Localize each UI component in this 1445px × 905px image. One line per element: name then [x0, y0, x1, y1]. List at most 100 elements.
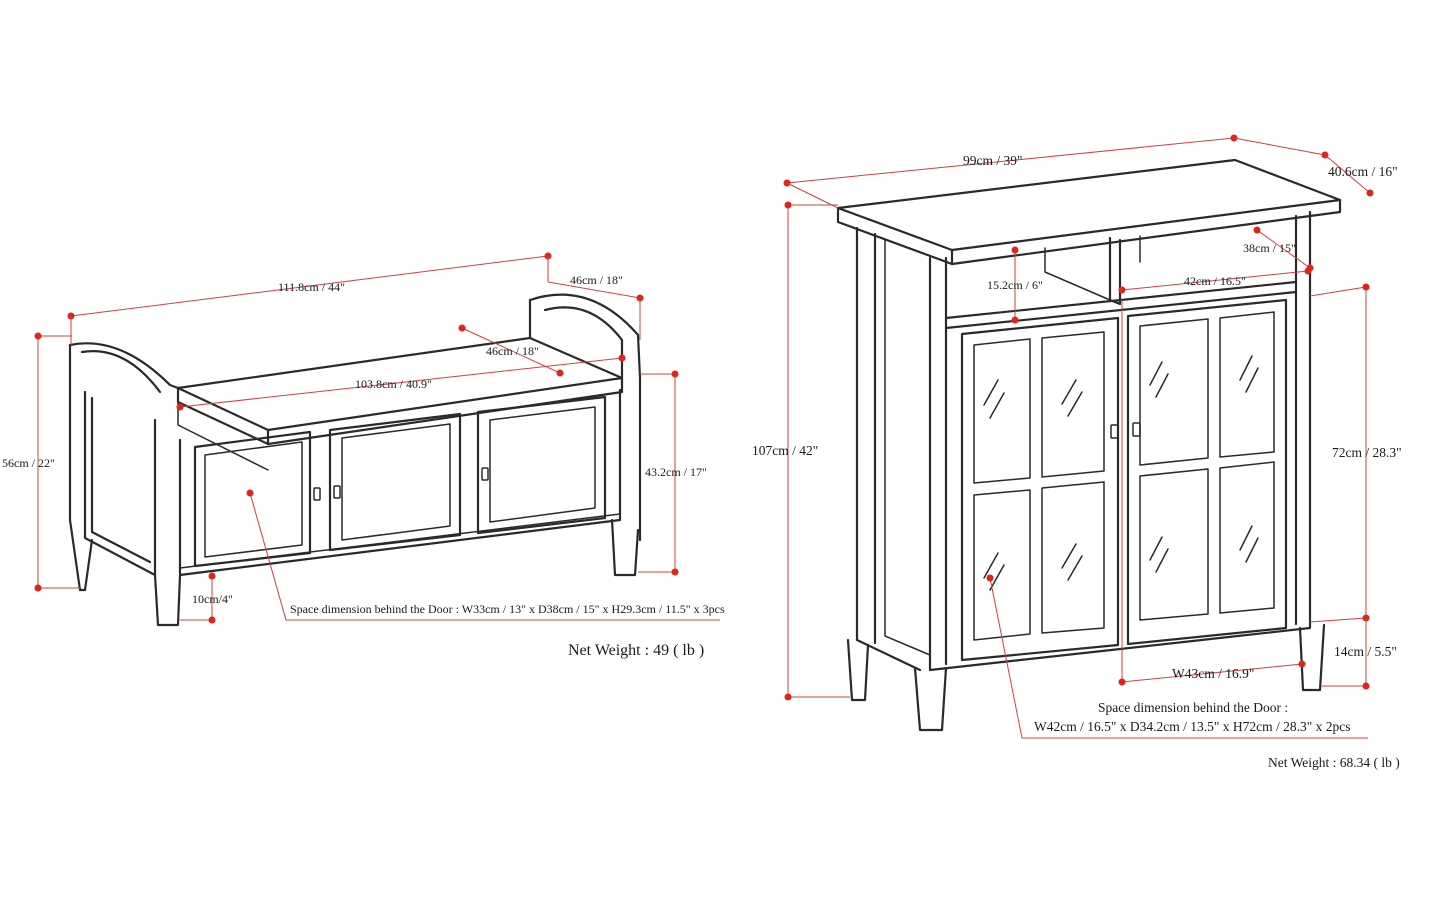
cabinet-top-left-edge: [836, 206, 954, 266]
bench-left-arm-top: [68, 342, 180, 390]
cabinet-labels: 99cm / 39" 40.6cm / 16" 38cm / 15" 15.2c…: [752, 153, 1402, 770]
cabinet-door-height-label: 72cm / 28.3": [1332, 445, 1402, 460]
bench-seat-right-edge: [266, 376, 624, 446]
cabinet-front-right-leg: [1298, 623, 1326, 692]
bench-width-line: [70, 255, 549, 317]
bench-door-1: [193, 430, 312, 568]
bench-door-1-panel: [204, 441, 303, 558]
cabinet-shelf-width-dot-left: [1118, 286, 1126, 294]
cabinet-shelf-height-label: 15.2cm / 6": [987, 278, 1043, 292]
bench-right-arm-top: [528, 293, 642, 380]
cabinet-space-leader: [989, 577, 1368, 739]
cabinet-top: [836, 158, 1342, 252]
cabinet-width-line: [786, 137, 1235, 184]
cabinet-leg-height-dot-bottom: [1362, 682, 1370, 690]
bench-seat-depth-label: 46cm / 18": [486, 344, 539, 358]
bench-net-weight: Net Weight : 49 ( lb ): [568, 642, 704, 659]
glass-reflection-1: [983, 379, 1005, 419]
bench-width-label: 111.8cm / 44": [278, 280, 345, 294]
bench-height-label: 56cm / 22": [2, 456, 55, 470]
bench-labels: 111.8cm / 44" 46cm / 18" 46cm / 18" 103.…: [2, 273, 725, 659]
cabinet-shelf-height-dot-bottom: [1011, 316, 1019, 324]
cabinet-right-door: [1126, 298, 1288, 646]
cabinet-width-label: 99cm / 39": [963, 153, 1023, 168]
bench-drawing: [68, 293, 642, 627]
bench-door-3: [476, 395, 607, 535]
bench-seat-front-edge: [176, 386, 270, 446]
bench-seat-height-label: 43.2cm / 17": [645, 465, 707, 479]
bench-door-3-panel: [489, 406, 596, 523]
cabinet-net-weight: Net Weight : 68.34 ( lb ): [1268, 755, 1400, 770]
cabinet-depth-line: [1233, 137, 1326, 156]
glass-reflection-8: [1239, 525, 1259, 563]
glass-reflection-5: [983, 552, 1005, 591]
cabinet-shelf-width-label: 42cm / 16.5": [1184, 274, 1246, 288]
cabinet-door-width-dot-right: [1298, 660, 1306, 668]
bench-seat-width-label: 103.8cm / 40.9": [355, 377, 432, 391]
cabinet-shelf-width-line: [1121, 270, 1309, 291]
bench-space-label: Space dimension behind the Door : W33cm …: [290, 602, 725, 616]
cabinet-leg-height-label: 14cm / 5.5": [1334, 644, 1397, 659]
glass-reflection-6: [1061, 543, 1083, 581]
bench-left-side-inner: [90, 396, 152, 564]
bench-seat-width-dot-left: [176, 403, 184, 411]
bench-door-2: [328, 412, 462, 552]
cabinet-right-door-pane-4: [1219, 461, 1275, 614]
bench-seat-height-dot-bottom: [671, 568, 679, 576]
cabinet-shelf-depth-label: 38cm / 15": [1243, 241, 1296, 255]
bench-dimensions: [34, 252, 720, 624]
bench-height-dot-top: [34, 332, 42, 340]
cabinet-depth-line-2: [1324, 154, 1371, 194]
bench-depth-label: 46cm / 18": [570, 273, 623, 287]
bench-seat-depth-dot-bottom: [556, 369, 564, 377]
bench-height-dot-bottom: [34, 584, 42, 592]
cabinet-back-left-leg: [846, 638, 870, 702]
bench-front-right-leg: [610, 518, 640, 577]
bench-depth-line: [547, 281, 641, 299]
cabinet-dimensions: [783, 134, 1374, 739]
cabinet-door-height-tick-top: [1309, 286, 1367, 297]
cabinet-depth-dot-bottom: [1366, 189, 1374, 197]
cabinet-front-left-leg: [913, 666, 948, 732]
bench-front-left-leg: [153, 573, 182, 627]
glass-reflection-3: [1149, 361, 1169, 398]
cabinet-left-panel: [884, 239, 931, 656]
bench-clearance-dot-top: [208, 572, 216, 580]
bench-side-panel: [177, 401, 269, 471]
cabinet-left-door-pane-4: [1041, 481, 1105, 634]
bench-space-leader: [249, 492, 720, 621]
cabinet-left-door-pane-3: [973, 489, 1031, 641]
bench-seat-height-dot-top: [671, 370, 679, 378]
bench-left-arm-inner: [80, 350, 162, 394]
cabinet-shelf-divider: [1108, 236, 1122, 306]
cabinet-space-label: W42cm / 16.5" x D34.2cm / 13.5" x H72cm …: [1034, 719, 1351, 734]
bench-door-2-panel: [341, 423, 451, 541]
cabinet-space-dot: [986, 574, 994, 582]
bench-seat-depth-dot-top: [458, 324, 466, 332]
cabinet-left-side: [855, 226, 922, 672]
cabinet-left-door: [960, 316, 1120, 662]
bench-left-side: [83, 390, 157, 577]
cabinet-door-width-dot-left: [1118, 678, 1126, 686]
cabinet-top-front-edge: [950, 198, 1342, 266]
cabinet-left-door-pane-1: [973, 338, 1031, 484]
cabinet-space-title: Space dimension behind the Door :: [1098, 700, 1288, 715]
cabinet-handle-right: [1132, 422, 1141, 437]
cabinet-door-width-label: W43cm / 16.9": [1172, 666, 1254, 681]
bench-left-arm-front: [68, 343, 94, 592]
bench-handle-3: [481, 467, 489, 481]
bench-seat-depth-line: [461, 327, 561, 374]
cabinet-door-height-dot-top: [1362, 283, 1370, 291]
bench-clearance-label: 10cm/4": [192, 592, 233, 606]
cabinet-drawing: [836, 158, 1342, 732]
cabinet-shelf-bottom: [944, 290, 1298, 330]
cabinet-door-height-tick-bottom: [1309, 617, 1367, 623]
cabinet-front-frame: [928, 210, 1312, 672]
cabinet-height-dot-top: [784, 201, 792, 209]
cabinet-width-tick-left: [786, 182, 839, 209]
cabinet-shelf-width-dot-right: [1304, 267, 1312, 275]
cabinet-depth-label: 40.6cm / 16": [1328, 164, 1398, 179]
cabinet-shelf-depth-line: [1256, 229, 1311, 269]
glass-reflection-4: [1239, 355, 1259, 393]
